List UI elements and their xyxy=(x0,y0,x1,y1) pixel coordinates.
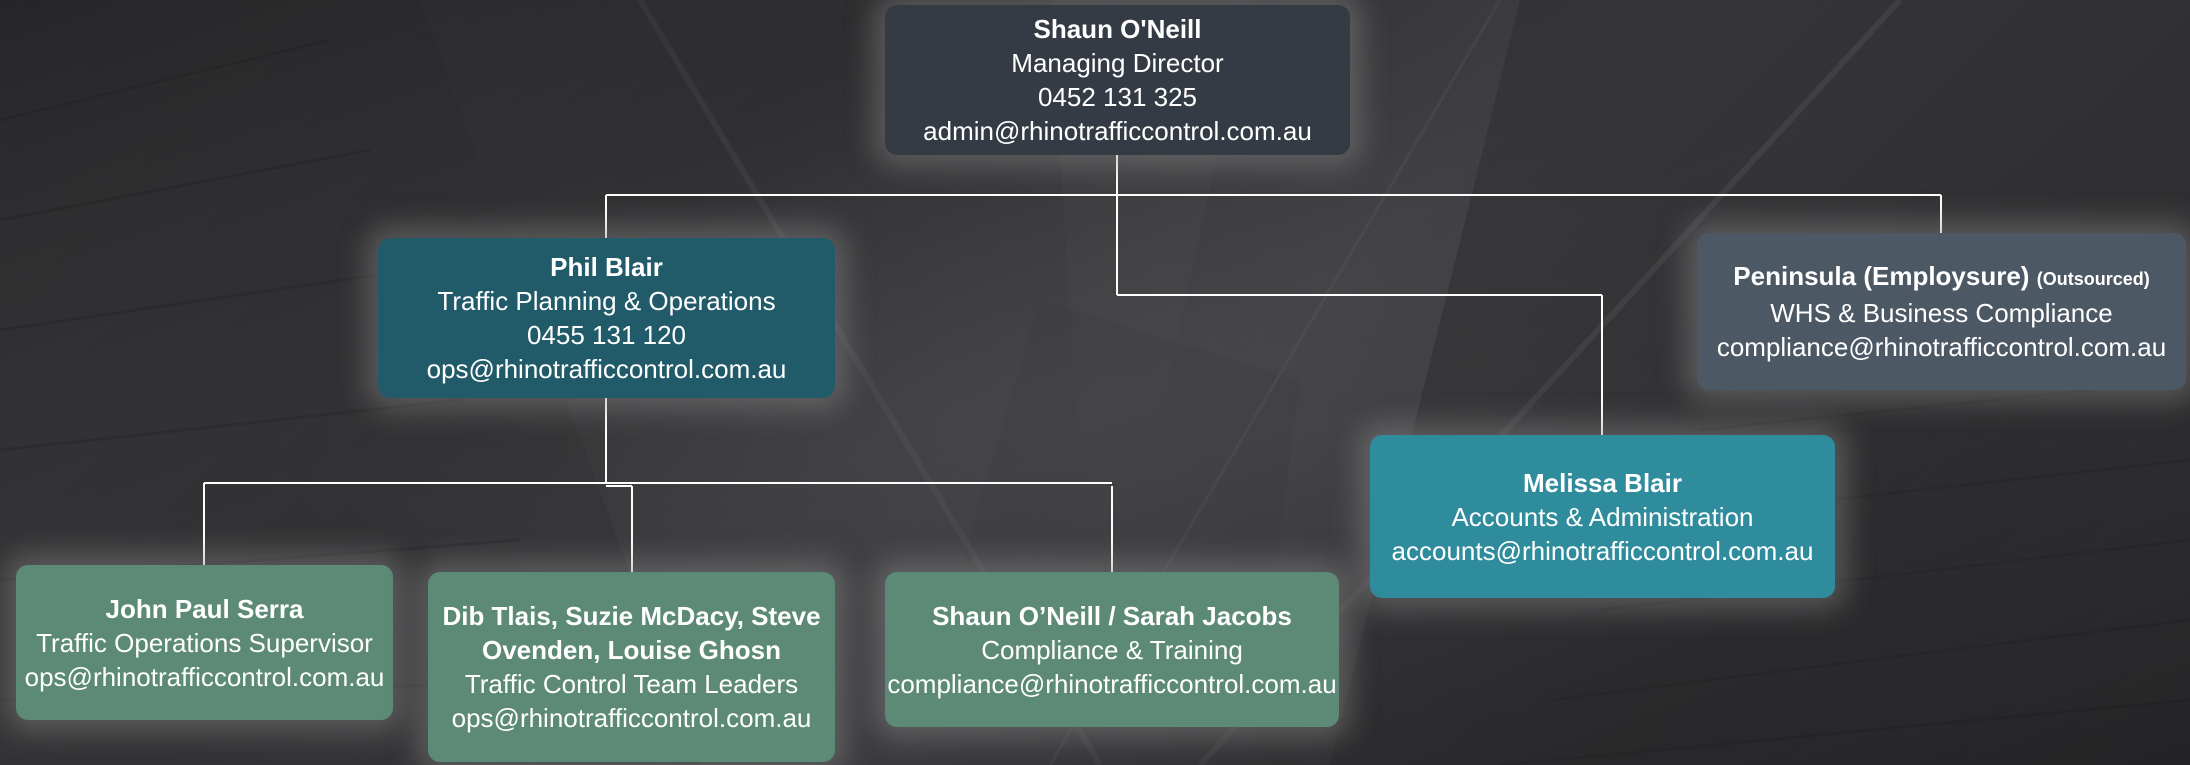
director-name: Shaun O'Neill xyxy=(1033,14,1202,44)
team-leaders-card: Dib Tlais, Suzie McDacy, Steve Ovenden, … xyxy=(428,572,835,762)
director-email: admin@rhinotrafficcontrol.com.au xyxy=(923,116,1312,146)
outsourced-name-line: Peninsula (Employsure) (Outsourced) xyxy=(1733,259,2149,296)
supervisor-card: John Paul Serra Traffic Operations Super… xyxy=(16,565,393,720)
director-phone: 0452 131 325 xyxy=(1037,82,1198,112)
team-leaders-role: Traffic Control Team Leaders xyxy=(464,669,799,699)
operations-phone: 0455 131 120 xyxy=(526,320,687,350)
accounts-card: Melissa Blair Accounts & Administration … xyxy=(1370,435,1835,598)
operations-name: Phil Blair xyxy=(550,252,663,282)
team-leaders-names-line2: Ovenden, Louise Ghosn xyxy=(481,635,782,665)
operations-role: Traffic Planning & Operations xyxy=(437,286,776,316)
supervisor-email: ops@rhinotrafficcontrol.com.au xyxy=(24,661,385,692)
training-role: Compliance & Training xyxy=(981,634,1243,665)
training-email: compliance@rhinotrafficcontrol.com.au xyxy=(887,668,1337,699)
operations-email: ops@rhinotrafficcontrol.com.au xyxy=(426,354,787,384)
accounts-name: Melissa Blair xyxy=(1523,467,1682,498)
outsourced-note: (Outsourced) xyxy=(2036,269,2150,289)
team-leaders-email: ops@rhinotrafficcontrol.com.au xyxy=(451,703,812,733)
outsourced-name: Peninsula (Employsure) xyxy=(1733,261,2030,291)
supervisor-role: Traffic Operations Supervisor xyxy=(36,627,373,658)
director-role: Managing Director xyxy=(1011,48,1224,78)
training-card: Shaun O’Neill / Sarah Jacobs Compliance … xyxy=(885,572,1339,727)
outsourced-role: WHS & Business Compliance xyxy=(1770,298,2113,328)
outsourced-compliance-card: Peninsula (Employsure) (Outsourced) WHS … xyxy=(1697,233,2186,390)
accounts-role: Accounts & Administration xyxy=(1451,501,1754,532)
training-name: Shaun O’Neill / Sarah Jacobs xyxy=(932,600,1292,631)
team-leaders-names-line1: Dib Tlais, Suzie McDacy, Steve xyxy=(442,601,821,631)
director-card: Shaun O'Neill Managing Director 0452 131… xyxy=(885,5,1350,155)
supervisor-name: John Paul Serra xyxy=(105,593,304,624)
outsourced-email: compliance@rhinotrafficcontrol.com.au xyxy=(1716,332,2167,362)
accounts-email: accounts@rhinotrafficcontrol.com.au xyxy=(1391,535,1814,566)
operations-card: Phil Blair Traffic Planning & Operations… xyxy=(378,238,835,398)
